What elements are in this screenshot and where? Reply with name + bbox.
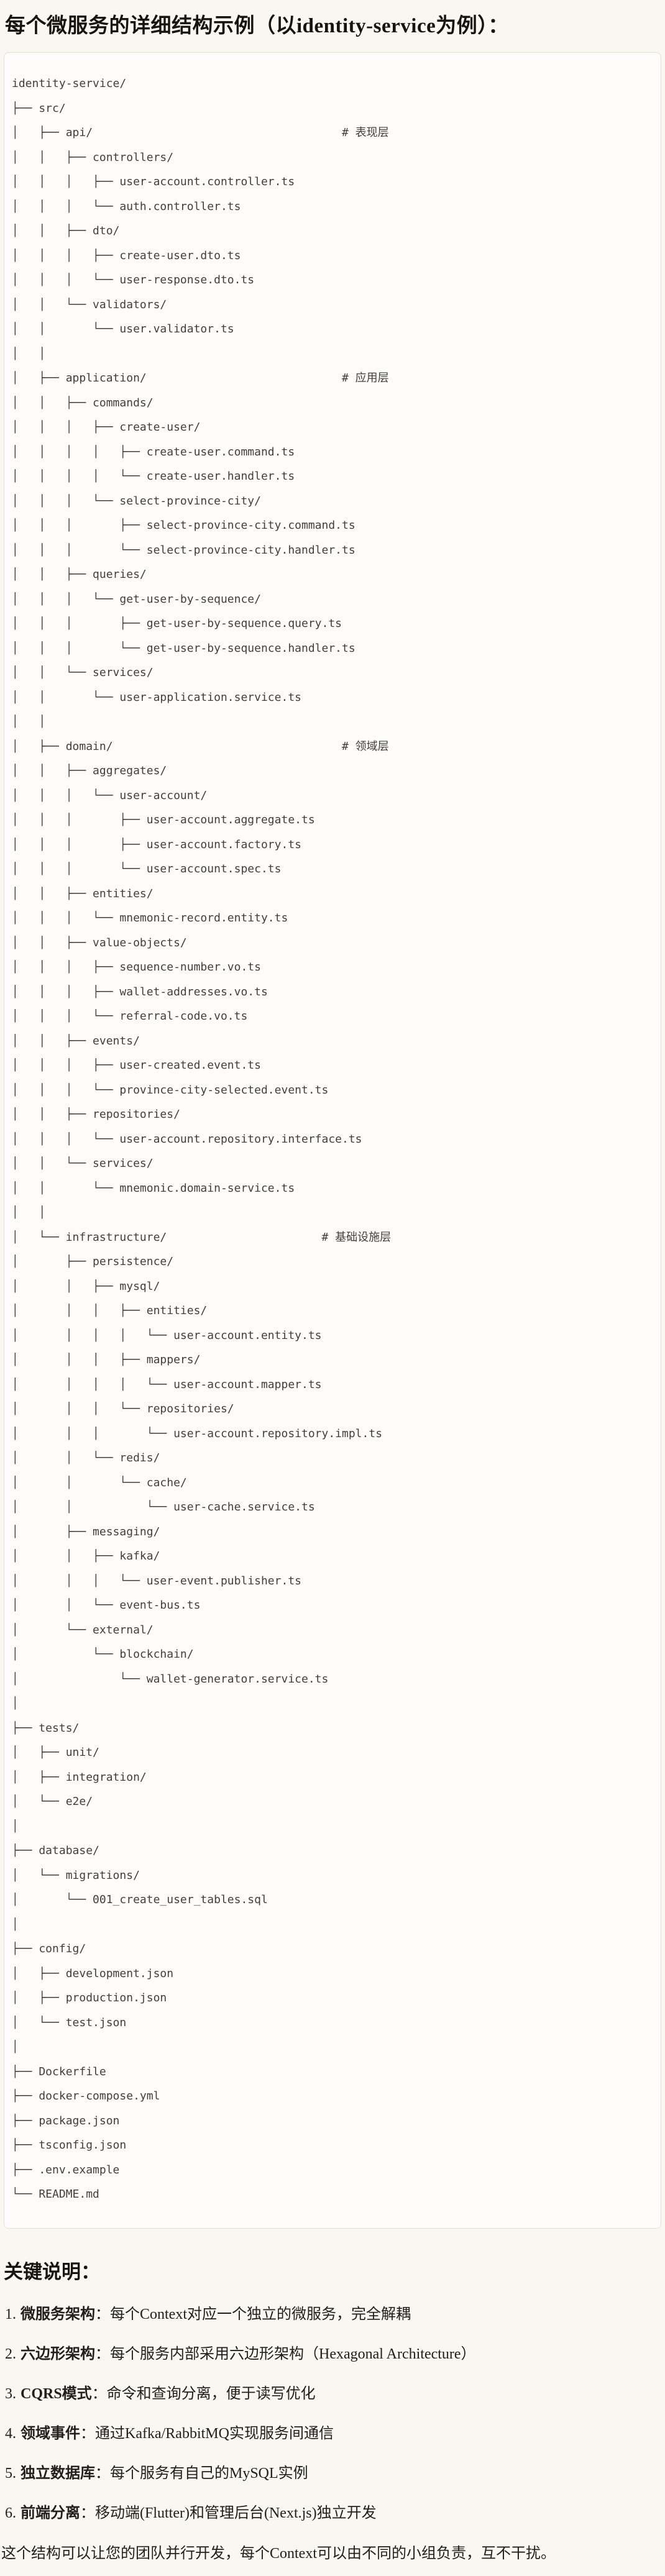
page-title: 每个微服务的详细结构示例（以identity-service为例）：: [5, 15, 509, 37]
note-item-number: 6.: [5, 2505, 16, 2521]
directory-tree: identity-service/ ├── src/ │ ├── api/ # …: [12, 77, 392, 2201]
note-item-number: 1.: [5, 2306, 16, 2323]
note-item-number: 3.: [5, 2385, 16, 2402]
closing-paragraph: 这个结构可以让您的团队并行开发，每个Context可以由不同的小组负责，互不干扰…: [1, 2545, 556, 2562]
note-item-description: ：每个服务有自己的MySQL实例: [95, 2465, 308, 2482]
note-item-term: 微服务架构: [21, 2306, 95, 2323]
note-item-description: ：每个服务内部采用六边形架构（Hexagonal Architecture）: [95, 2345, 476, 2362]
note-item-description: ：命令和查询分离，便于读写优化: [91, 2385, 316, 2402]
note-item: 6. 前端分离：移动端(Flutter)和管理后台(Next.js)独立开发: [5, 2504, 665, 2523]
note-item-term: 前端分离: [21, 2505, 80, 2521]
note-item-number: 2.: [5, 2345, 16, 2362]
note-item: 4. 领域事件：通过Kafka/RabbitMQ实现服务间通信: [5, 2424, 665, 2444]
note-item: 1. 微服务架构：每个Context对应一个独立的微服务，完全解耦: [5, 2305, 665, 2324]
note-item-number: 4.: [5, 2425, 16, 2442]
note-item-term: 领域事件: [21, 2425, 80, 2442]
note-item: 2. 六边形架构：每个服务内部采用六边形架构（Hexagonal Architec…: [5, 2345, 665, 2364]
note-item-term: 独立数据库: [21, 2465, 95, 2482]
notes-heading: 关键说明：: [4, 2260, 100, 2283]
note-item-description: ：通过Kafka/RabbitMQ实现服务间通信: [80, 2425, 334, 2442]
note-item: 5. 独立数据库：每个服务有自己的MySQL实例: [5, 2464, 665, 2483]
directory-tree-code-block: identity-service/ ├── src/ │ ├── api/ # …: [4, 52, 661, 2229]
note-item-number: 5.: [5, 2465, 16, 2482]
note-item-description: ：移动端(Flutter)和管理后台(Next.js)独立开发: [80, 2505, 377, 2521]
note-item-term: 六边形架构: [21, 2345, 95, 2362]
notes-list: 1. 微服务架构：每个Context对应一个独立的微服务，完全解耦 2. 六边形架构…: [5, 2305, 665, 2523]
note-item-term: CQRS模式: [21, 2385, 92, 2402]
note-item: 3. CQRS模式：命令和查询分离，便于读写优化: [5, 2385, 665, 2404]
note-item-description: ：每个Context对应一个独立的微服务，完全解耦: [95, 2306, 411, 2323]
